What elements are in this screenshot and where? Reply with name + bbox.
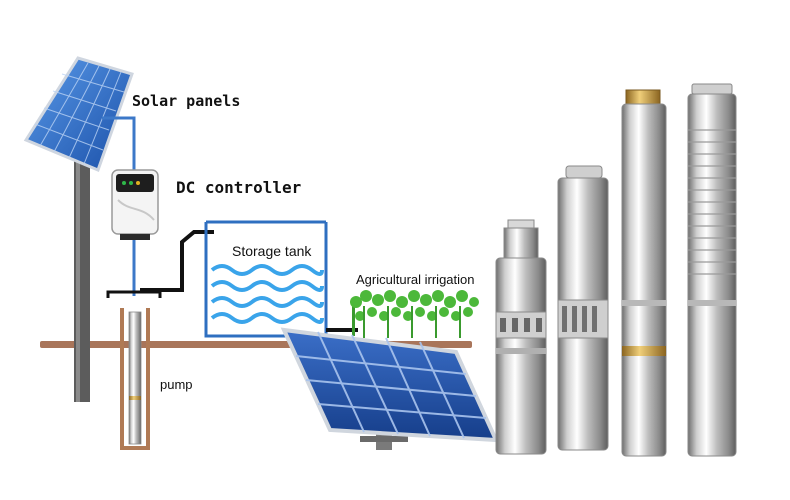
submersible-pump-icon [621,89,667,457]
pump-label: pump [160,377,193,392]
storage-tank-label: Storage tank [232,243,312,259]
controller-icon [111,169,159,240]
crop-plants-icon [350,290,479,338]
submersible-pump-icon [495,219,547,455]
submersible-pump-icon [557,165,609,451]
dc-controller-label: DC controller [176,178,302,197]
well-pump-icon [128,311,142,445]
agricultural-irrigation-label: Agricultural irrigation [356,272,475,287]
panel-wire [102,116,136,174]
solar-panels-label: Solar panels [132,92,241,110]
solar-array-icon [280,327,500,450]
water-tank-icon [204,220,328,338]
submersible-pump-icon [687,83,737,457]
supply-pipe [140,230,214,292]
solar-panel-icon [23,56,134,172]
well-casing [106,290,162,450]
